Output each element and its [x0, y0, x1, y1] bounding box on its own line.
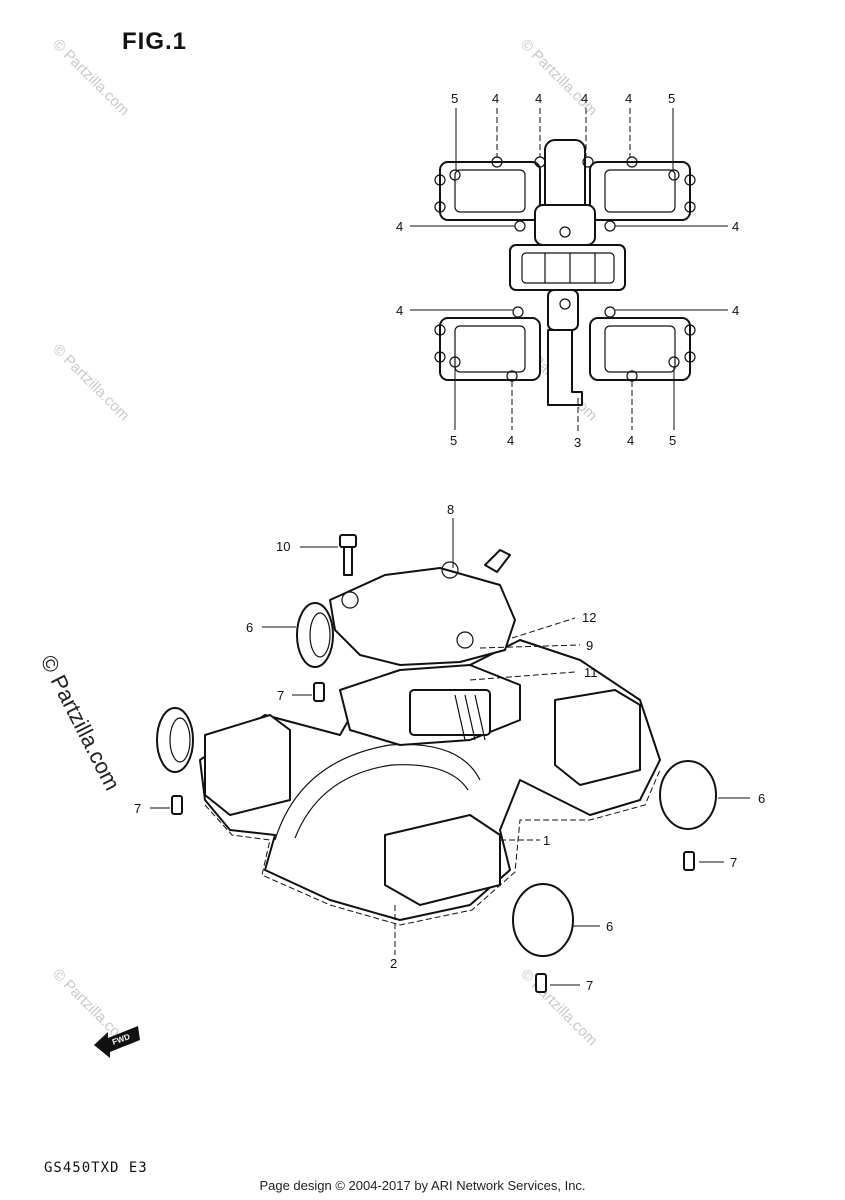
callout-top: 3	[574, 435, 581, 450]
bolt-7	[171, 795, 183, 815]
gasket-strip	[547, 329, 583, 406]
callout-top: 4	[535, 91, 542, 106]
front-cam-housing	[384, 814, 501, 906]
callout-bottom: 9	[586, 638, 593, 653]
breather-nipple	[484, 549, 511, 573]
cap-plug-6-left	[156, 707, 194, 773]
lower-center-spine	[547, 289, 579, 331]
model-code: GS450TXD E3	[44, 1160, 148, 1176]
breather-mesh	[454, 694, 486, 741]
lower-right-cover-outline	[589, 317, 691, 381]
callout-top: 4	[732, 219, 739, 234]
callout-bottom: 2	[390, 956, 397, 971]
figure-title: FIG.1	[122, 28, 188, 55]
callout-bottom: 11	[584, 665, 598, 680]
lower-left-cover-inner	[454, 325, 526, 373]
cap-plug-6-right	[659, 760, 717, 830]
bolt-7	[535, 973, 547, 993]
cap-plug-6-upper	[296, 602, 334, 668]
cover-arch-inner	[294, 764, 469, 839]
cylinder-head-cover-assembly: 8 10 6 12 9 11 7 7 6 1 7 6 2 7	[134, 502, 765, 993]
callout-top: 5	[668, 91, 675, 106]
callout-top: 4	[396, 303, 403, 318]
callout-top: 5	[451, 91, 458, 106]
callout-bottom: 7	[277, 688, 284, 703]
callout-bottom: 1	[543, 833, 550, 848]
lower-left-cover-outline	[439, 317, 541, 381]
callout-top: 5	[450, 433, 457, 448]
cap-plug-6-front	[512, 883, 574, 957]
footer-copyright: Page design © 2004-2017 by ARI Network S…	[259, 1178, 586, 1193]
callout-bottom: 6	[246, 620, 253, 635]
cover-arch	[274, 743, 481, 841]
callout-bottom: 7	[586, 978, 593, 993]
breather-bolt-hole	[341, 591, 359, 609]
callout-top: 5	[669, 433, 676, 448]
callout-top: 4	[507, 433, 514, 448]
callout-bottom: 6	[758, 791, 765, 806]
callout-top: 4	[396, 219, 403, 234]
forward-arrow: FWD	[94, 1026, 140, 1058]
watermark-text: © Partzilla.com	[49, 36, 132, 119]
upper-right-cover-inner	[604, 169, 676, 213]
callout-bottom: 6	[606, 919, 613, 934]
callout-top: 4	[625, 91, 632, 106]
center-plate	[534, 204, 596, 246]
middle-gasket-inner	[521, 252, 615, 284]
callout-bottom: 10	[276, 539, 290, 554]
callout-bottom: 12	[582, 610, 596, 625]
lower-right-cover-inner	[604, 325, 676, 373]
callout-bottom: 7	[134, 801, 141, 816]
breather-bolt-hole	[456, 631, 474, 649]
top-leader-lines	[410, 108, 728, 432]
bolt-10	[339, 534, 357, 576]
callout-top: 4	[581, 91, 588, 106]
watermark-text-large: © Partzilla.com	[36, 651, 126, 794]
watermark-text: © Partzilla.com	[517, 36, 600, 119]
breather-element	[409, 689, 491, 736]
callout-top: 4	[732, 303, 739, 318]
head-cover-gasket	[204, 769, 661, 926]
lower-leader-lines	[150, 518, 750, 986]
callout-top: 4	[627, 433, 634, 448]
right-cam-housing	[554, 689, 641, 786]
left-cam-housing	[204, 714, 291, 816]
upper-right-cover-outline	[589, 161, 691, 221]
watermark-text: © Partzilla.com	[49, 341, 132, 424]
breather-cover	[329, 567, 516, 666]
upper-left-cover-outline	[439, 161, 541, 221]
callout-top: 4	[492, 91, 499, 106]
callout-bottom: 7	[730, 855, 737, 870]
breather-bolt-hole	[441, 561, 459, 579]
gasket-diagram: 5 4 4 4 4 5 4 4 4 4 5 4 3 4 5	[396, 91, 739, 450]
bolt-7	[313, 682, 325, 702]
callout-bottom: 8	[447, 502, 454, 517]
bolt-7	[683, 851, 695, 871]
upper-left-cover-inner	[454, 169, 526, 213]
